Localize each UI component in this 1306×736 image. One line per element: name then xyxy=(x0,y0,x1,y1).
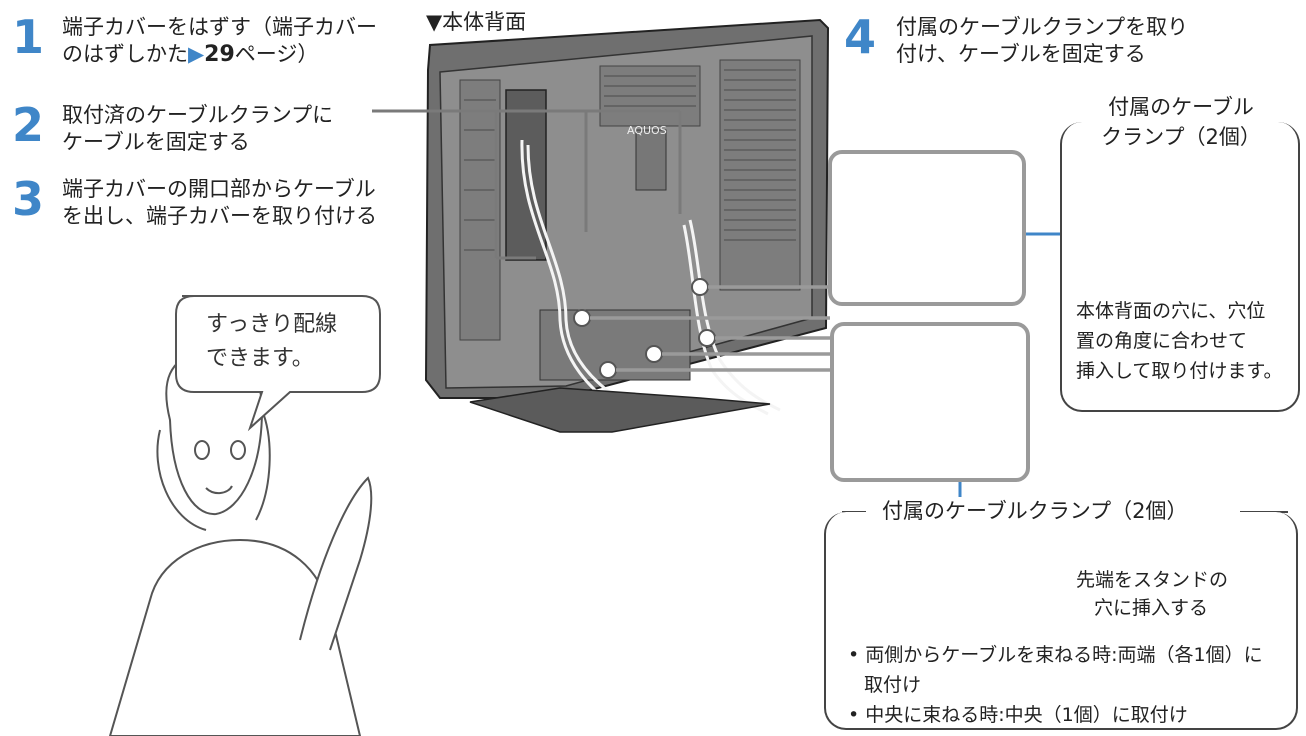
page-ref-arrow-icon: ▶ xyxy=(188,42,205,66)
step-2-callout-lines xyxy=(372,109,682,260)
clamp-bottom-bullets: • 両側からケーブルを束ねる時:両端（各1個）に 取付け • 中央に束ねる時:中… xyxy=(848,640,1263,730)
speech-bubble-line1: すっきり配線 xyxy=(206,312,338,337)
clamp-top-panel xyxy=(1060,122,1300,412)
clamp-top-title-line2: クランプ（2個） xyxy=(1101,125,1261,149)
speech-bubble-text: すっきり配線 できます。 xyxy=(206,308,337,376)
brand-logo: AQUOS xyxy=(627,124,667,137)
step-4-line1: 付属のケーブルクランプを取り xyxy=(896,15,1189,39)
clamp-top-title: 付属のケーブル クランプ（2個） xyxy=(1096,92,1266,152)
step-1-number: 1 xyxy=(12,10,45,64)
step-2-number: 2 xyxy=(12,98,45,152)
step-3-line2: を出し、端子カバーを取り付ける xyxy=(62,204,377,228)
step-1-text: 端子カバーをはずす（端子カバー のはずしかた▶29ページ） xyxy=(62,14,377,68)
speech-bubble xyxy=(175,295,381,432)
step-4-line2: 付け、ケーブルを固定する xyxy=(896,42,1146,66)
clamp-top-note-line1: 本体背面の穴に、穴位 xyxy=(1076,300,1266,322)
step-1-line2-pre: のはずしかた xyxy=(62,42,188,66)
step-2-line1: 取付済のケーブルクランプに xyxy=(62,103,334,127)
page-ref-number: 29 xyxy=(204,42,235,67)
clamp-top-title-line1: 付属のケーブル xyxy=(1108,95,1254,119)
clamp-bottom-bullet1-line2: 取付け xyxy=(864,674,922,696)
step-1-line2-post: ページ） xyxy=(234,42,319,66)
clamp-bottom-bullet1-line1: • 両側からケーブルを束ねる時:両端（各1個）に xyxy=(848,644,1263,666)
step-2-text: 取付済のケーブルクランプに ケーブルを固定する xyxy=(62,102,333,156)
clamp-top-note-line2: 置の角度に合わせて xyxy=(1076,330,1248,352)
clamp-position-markers xyxy=(573,278,716,379)
step-4-number: 4 xyxy=(844,10,877,64)
clamp-bottom-tip: 先端をスタンドの 穴に挿入する xyxy=(1076,566,1228,622)
vent-lines xyxy=(464,69,796,251)
step-3-number: 3 xyxy=(12,172,45,226)
step-3-text: 端子カバーの開口部からケーブル を出し、端子カバーを取り付ける xyxy=(62,176,377,230)
detail-box-top xyxy=(828,150,1026,306)
speech-bubble-line2: できます。 xyxy=(206,346,314,371)
clamp-bottom-title: 付属のケーブルクランプ（2個） xyxy=(874,497,1196,525)
step-1-line2: のはずしかた▶29ページ） xyxy=(62,41,377,68)
rear-view-label: ▼本体背面 xyxy=(426,10,527,34)
step-4-text: 付属のケーブルクランプを取り 付け、ケーブルを固定する xyxy=(896,14,1188,68)
detail-box-bottom xyxy=(830,322,1030,482)
clamp-top-note-line3: 挿入して取り付けます。 xyxy=(1076,360,1283,382)
step-3-line1: 端子カバーの開口部からケーブル xyxy=(62,177,376,201)
clamp-bottom-panel xyxy=(824,512,1298,730)
step-1-line1: 端子カバーをはずす（端子カバー xyxy=(62,15,377,39)
clamp-bottom-tip-line2: 穴に挿入する xyxy=(1094,597,1209,619)
clamp-bottom-bullet2: • 中央に束ねる時:中央（1個）に取付け xyxy=(848,704,1188,726)
step-2-line2: ケーブルを固定する xyxy=(62,130,250,154)
clamp-bottom-tip-line1: 先端をスタンドの xyxy=(1076,569,1229,591)
detail-connector-lines xyxy=(590,285,830,372)
clamp-top-note: 本体背面の穴に、穴位 置の角度に合わせて 挿入して取り付けます。 xyxy=(1076,296,1283,386)
woman-illustration xyxy=(108,347,373,736)
tv-body xyxy=(424,18,830,433)
